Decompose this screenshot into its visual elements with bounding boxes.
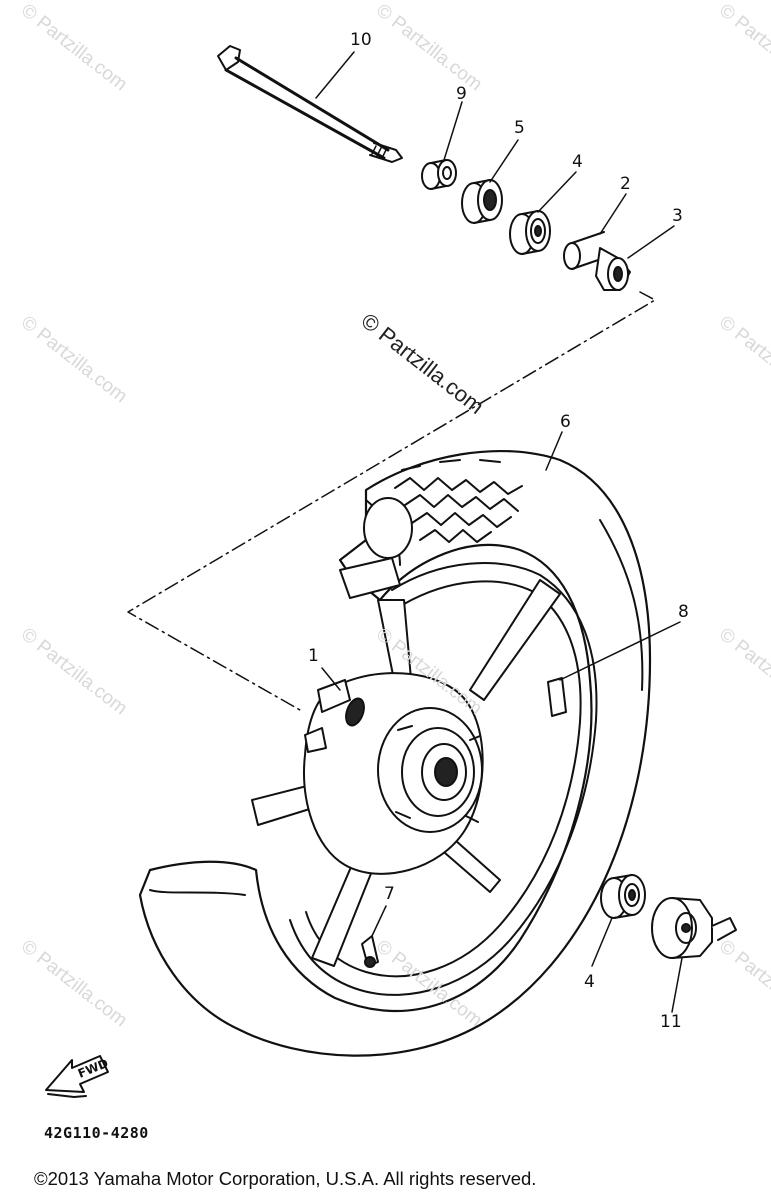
callout-3: 3 [672, 206, 683, 226]
callout-1: 1 [308, 646, 319, 666]
callout-9: 9 [456, 84, 467, 104]
axle-part-10 [217, 45, 403, 163]
oil-seal-part-5 [461, 179, 503, 224]
collar-part-3 [595, 247, 631, 291]
copyright-notice: ©2013 Yamaha Motor Corporation, U.S.A. A… [34, 1168, 537, 1189]
callout-11: 11 [660, 1012, 682, 1032]
bearing-part-4-upper [509, 210, 551, 255]
gear-unit-part-11 [651, 897, 737, 959]
leader-lines [315, 51, 683, 1013]
callout-10: 10 [350, 30, 372, 50]
callout-4: 4 [572, 152, 583, 172]
assembly-guide-line [127, 291, 656, 711]
cast-wheel-part-1 [251, 562, 598, 996]
callout-2: 2 [620, 174, 631, 194]
callout-4-lower: 4 [584, 972, 595, 992]
callout-5: 5 [514, 118, 525, 138]
fwd-arrow-icon: FWD [45, 1055, 110, 1098]
callout-7: 7 [384, 884, 395, 904]
diagram-part-code: 42G110-4280 [44, 1124, 149, 1142]
callout-8: 8 [678, 602, 689, 622]
spacer-part-2 [563, 231, 605, 270]
bearing-part-4-lower [600, 874, 646, 919]
tire-part-6 [138, 450, 652, 1057]
collar-part-9 [421, 159, 457, 190]
callout-6: 6 [560, 412, 571, 432]
